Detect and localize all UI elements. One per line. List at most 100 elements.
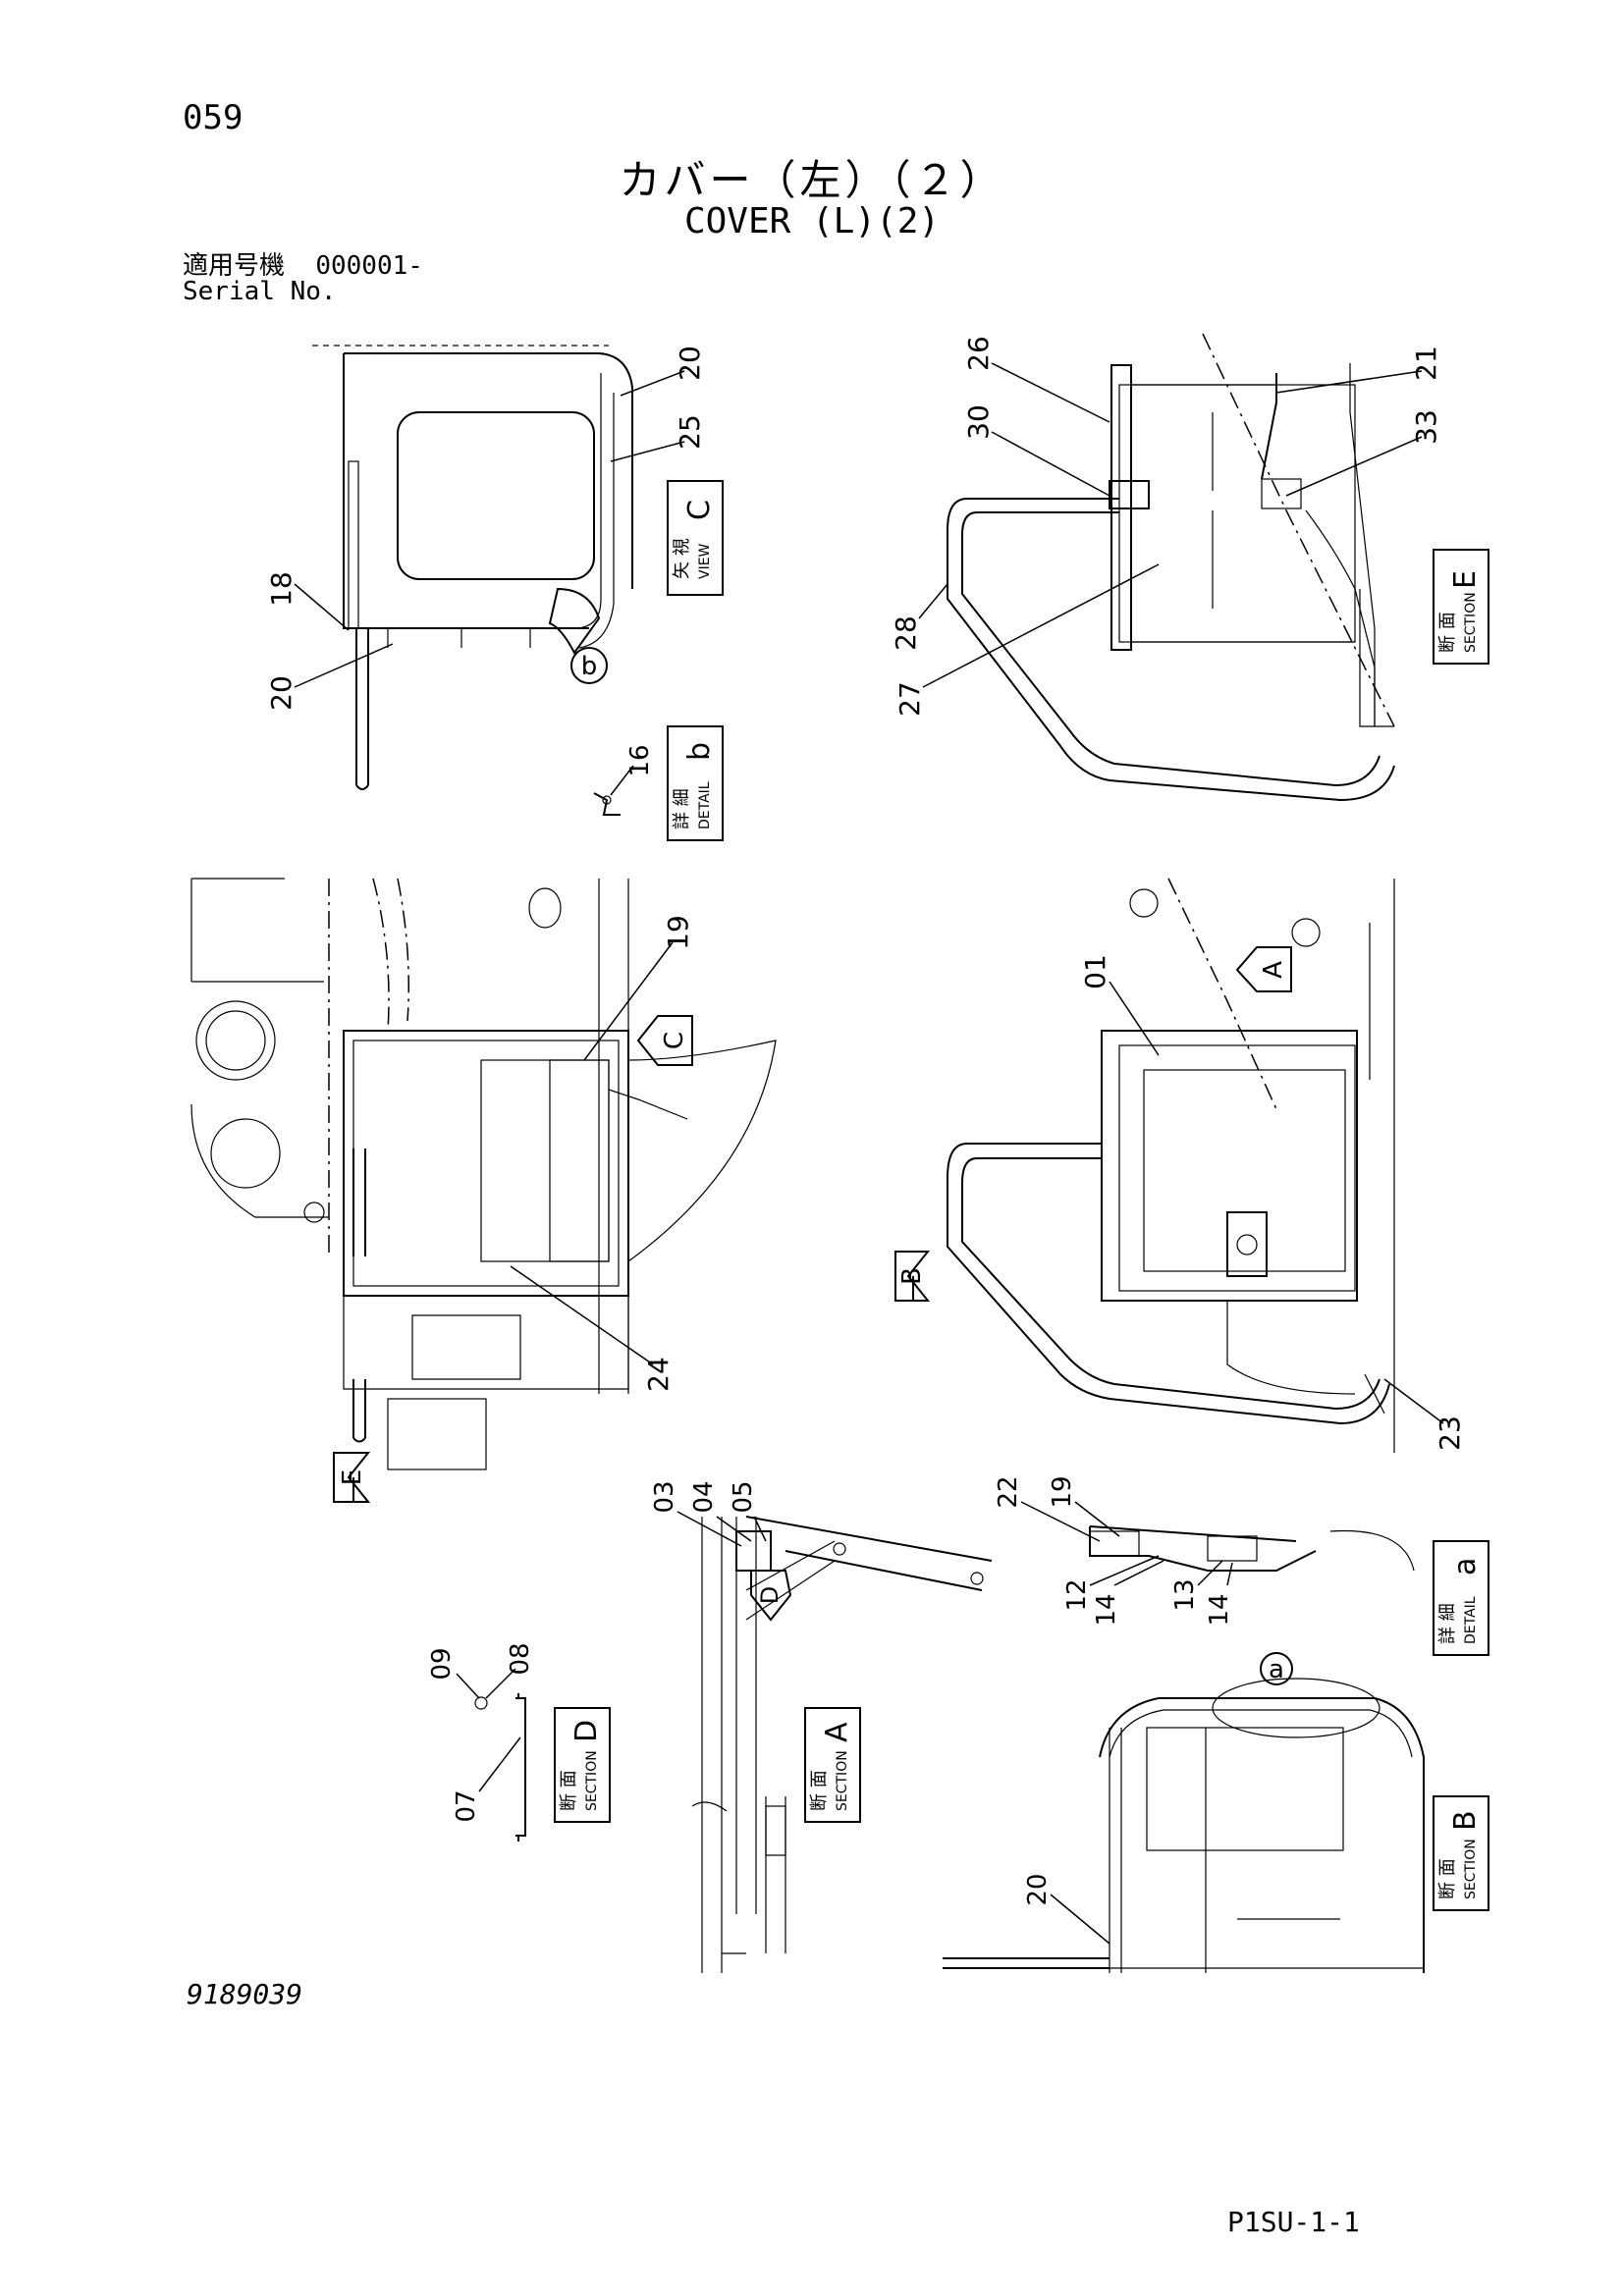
serial-label-jp: 適用号機 xyxy=(183,251,286,281)
title-japanese: カバー（左）（２） xyxy=(619,156,1005,204)
callout-13: 13 xyxy=(1170,1560,1223,1612)
callout-18-text: 18 xyxy=(265,571,298,607)
label-section-a-kanji: 断 面 xyxy=(809,1770,830,1811)
label-section-b-kanji: 断 面 xyxy=(1437,1858,1458,1899)
callout-12-text: 12 xyxy=(1062,1578,1092,1611)
arrow-marker-d: D xyxy=(750,1570,792,1622)
label-section-b-letter: B xyxy=(1448,1810,1483,1831)
callout-19-b-text: 19 xyxy=(1048,1475,1077,1508)
arrow-marker-c-letter: C xyxy=(660,1032,689,1049)
callout-16: 16 xyxy=(610,744,655,796)
label-section-e-en: SECTION xyxy=(1463,592,1479,653)
label-detail-b-letter: b xyxy=(682,742,717,761)
arrow-marker-a: A xyxy=(1235,946,1292,992)
callout-08-text: 08 xyxy=(506,1642,535,1675)
label-section-d-kanji: 断 面 xyxy=(559,1770,579,1811)
arrow-marker-d-letter: D xyxy=(756,1586,784,1604)
marker-a: a xyxy=(1269,1655,1284,1684)
serial-label-en: Serial No. xyxy=(183,277,337,306)
callout-19-b: 19 xyxy=(1048,1475,1120,1537)
callout-03-text: 03 xyxy=(650,1480,679,1513)
label-section-a: 断 面 SECTION A xyxy=(804,1707,861,1823)
callout-33: 33 xyxy=(1285,409,1442,497)
main-right-drawing xyxy=(947,878,1395,1453)
callout-05: 05 xyxy=(729,1480,767,1542)
main-left-drawing xyxy=(190,878,777,1470)
callout-22-text: 22 xyxy=(994,1475,1023,1508)
callout-20-a-text: 20 xyxy=(674,346,706,381)
detail-a-drawing xyxy=(1089,1525,1415,1572)
section-b-drawing xyxy=(943,1652,1425,1973)
callout-21-text: 21 xyxy=(1410,346,1442,381)
arrow-marker-b: B xyxy=(894,1251,931,1302)
label-section-e: 断 面 SECTION E xyxy=(1433,549,1489,665)
callout-26: 26 xyxy=(962,336,1110,423)
marker-b: b xyxy=(581,652,598,681)
callout-24: 24 xyxy=(510,1265,675,1392)
callout-01-text: 01 xyxy=(1079,954,1111,989)
serial-info: 適用号機 000001- Serial No. xyxy=(183,253,423,304)
label-detail-a-letter: a xyxy=(1448,1558,1483,1575)
callout-04-text: 04 xyxy=(689,1480,719,1513)
callout-20-b-text: 20 xyxy=(265,675,298,711)
callout-18: 18 xyxy=(265,571,350,631)
detail-b-drawing xyxy=(593,792,621,816)
label-view-c: 矢 視 VIEW C xyxy=(667,480,724,596)
callout-19-a: 19 xyxy=(583,915,694,1061)
callout-23: 23 xyxy=(1383,1378,1466,1451)
callout-19-a-text: 19 xyxy=(662,915,694,950)
label-section-b: 断 面 SECTION B xyxy=(1433,1795,1489,1911)
callout-24-text: 24 xyxy=(642,1357,675,1392)
page-number: 059 xyxy=(183,98,244,137)
arrow-marker-e: E xyxy=(333,1452,371,1503)
section-e-drawing xyxy=(947,333,1395,802)
arrow-marker-e-letter: E xyxy=(338,1469,367,1485)
label-view-c-en: VIEW xyxy=(697,543,713,579)
callout-04: 04 xyxy=(689,1480,752,1542)
label-section-d: 断 面 SECTION D xyxy=(554,1707,611,1823)
callout-26-text: 26 xyxy=(962,336,995,371)
callout-28-text: 28 xyxy=(890,615,922,651)
label-section-a-en: SECTION xyxy=(835,1750,850,1811)
arrow-marker-a-letter: A xyxy=(1259,961,1288,979)
callout-16-text: 16 xyxy=(625,744,655,776)
label-section-d-letter: D xyxy=(569,1720,604,1742)
callout-01: 01 xyxy=(1079,954,1160,1056)
callout-20-c: 20 xyxy=(1023,1873,1110,1945)
callout-25: 25 xyxy=(610,414,706,462)
label-detail-b-kanji: 詳 細 xyxy=(672,788,692,829)
label-detail-a-en: DETAIL xyxy=(1463,1596,1479,1644)
callout-14-a: 14 xyxy=(1092,1560,1164,1627)
callout-14-a-text: 14 xyxy=(1092,1593,1121,1626)
label-section-b-en: SECTION xyxy=(1463,1839,1479,1899)
callout-08: 08 xyxy=(485,1642,535,1699)
label-section-a-letter: A xyxy=(820,1722,854,1742)
callout-28: 28 xyxy=(890,583,948,651)
callout-27-text: 27 xyxy=(893,681,926,717)
callout-07: 07 xyxy=(452,1736,521,1823)
view-c-drawing xyxy=(312,345,633,790)
callout-20-a: 20 xyxy=(620,346,706,397)
callout-05-text: 05 xyxy=(729,1480,758,1513)
callout-27: 27 xyxy=(893,563,1160,717)
callout-09: 09 xyxy=(427,1647,480,1699)
callout-30: 30 xyxy=(962,404,1110,497)
callout-22: 22 xyxy=(994,1475,1101,1542)
label-section-e-letter: E xyxy=(1448,570,1483,589)
label-detail-b: 詳 細 DETAIL b xyxy=(667,725,724,841)
callout-23-text: 23 xyxy=(1434,1415,1466,1451)
callout-12: 12 xyxy=(1062,1555,1160,1612)
label-detail-a-kanji: 詳 細 xyxy=(1437,1603,1458,1644)
label-detail-b-en: DETAIL xyxy=(697,781,713,829)
callout-20-b: 20 xyxy=(265,643,394,711)
label-section-e-kanji: 断 面 xyxy=(1437,612,1458,653)
page-code: P1SU-1-1 xyxy=(1227,2206,1360,2238)
arrow-marker-c: C xyxy=(636,1015,693,1066)
callout-21: 21 xyxy=(1275,346,1442,394)
label-view-c-letter: C xyxy=(682,500,717,520)
callout-30-text: 30 xyxy=(962,404,995,440)
section-d-drawing xyxy=(474,1693,526,1842)
serial-value: 000001- xyxy=(315,251,423,281)
callout-07-text: 07 xyxy=(452,1789,481,1822)
